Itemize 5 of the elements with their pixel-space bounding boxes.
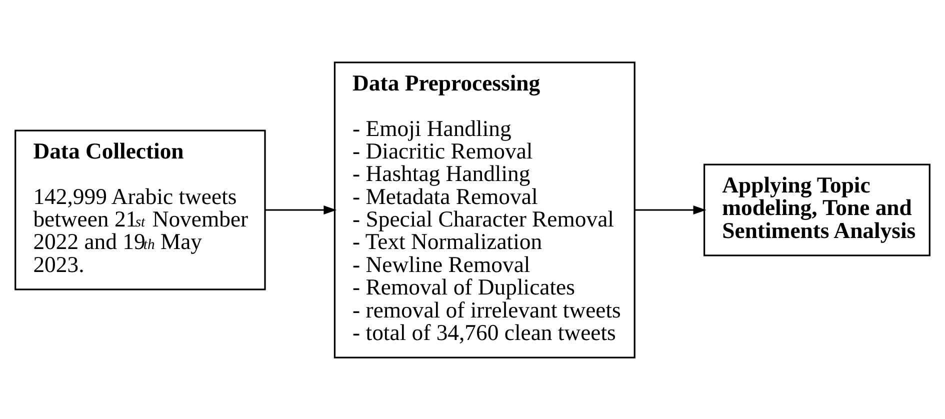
arrow: [265, 204, 337, 214]
node-box: Applying Topic modeling, Tone and Sentiments Analysis: [704, 163, 930, 256]
node-box: Data Collection 142,999 Arabic tweets between 21st November 2022 and 19th May 2023.: [14, 129, 266, 290]
arrow: [634, 204, 706, 214]
node-box: Data Preprocessing - Emoji Handling - Diacritic Removal - Hashtag Handling - Metadata Removal - Special Character Removal - Text Normalization - Newline Removal - Removal of Duplicates - removal of irrelevant tweets - total of 34,760 clean tweets: [334, 61, 636, 358]
